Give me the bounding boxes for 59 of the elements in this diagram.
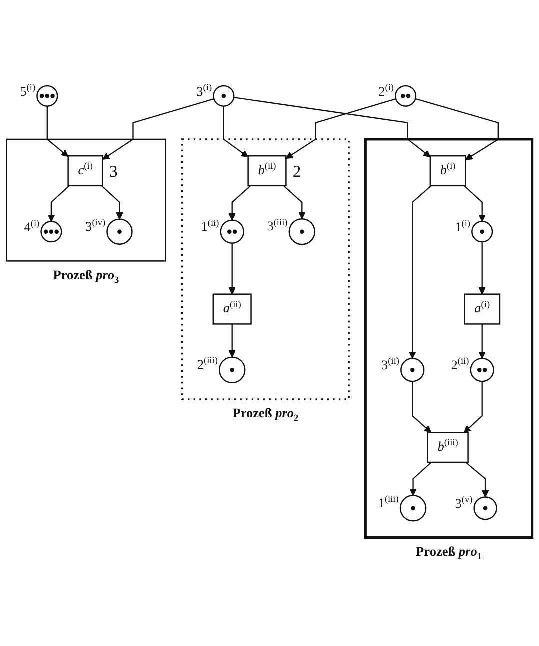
node-circle bbox=[106, 219, 133, 246]
cluster bbox=[364, 138, 534, 540]
arrow bbox=[102, 98, 214, 160]
node-circle bbox=[395, 86, 417, 108]
arrow bbox=[223, 106, 249, 158]
node-circle bbox=[400, 495, 427, 522]
arrow bbox=[478, 242, 486, 296]
count-label: 2 bbox=[292, 162, 302, 182]
node-label: 3$^{(iv)}$ bbox=[86, 218, 106, 234]
cluster bbox=[6, 139, 166, 262]
node-box: a$^{(i)}$ bbox=[464, 294, 501, 326]
node-label: 2$^{(ii)}$ bbox=[451, 357, 470, 374]
node-label: 4$^{(i)}$ bbox=[24, 219, 40, 236]
node-box: c$^{(i)}$ bbox=[68, 156, 104, 187]
node-box: b$^{(ii)}$ bbox=[248, 156, 287, 187]
node-label: 3$^{(v)}$ bbox=[455, 495, 473, 512]
node-circle bbox=[40, 221, 62, 244]
arrow bbox=[412, 382, 432, 434]
node-label: 3$^{(iii)}$ bbox=[267, 218, 288, 234]
node-label: 1$^{(ii)}$ bbox=[201, 218, 220, 235]
arrow bbox=[48, 186, 70, 222]
node-circle bbox=[400, 358, 425, 383]
node-label: 3$^{(i)}$ bbox=[196, 84, 212, 100]
arrow bbox=[478, 324, 486, 360]
node-label: 2$^{(i)}$ bbox=[378, 84, 394, 100]
node-box: b$^{(iii)}$ bbox=[427, 432, 469, 464]
arrow bbox=[465, 462, 490, 498]
arrow bbox=[228, 186, 252, 222]
node-circle bbox=[470, 358, 494, 383]
node-label: 3$^{(ii)}$ bbox=[382, 357, 400, 374]
arrow bbox=[283, 186, 306, 220]
arrow bbox=[286, 98, 396, 160]
arrow bbox=[410, 462, 432, 496]
arrow bbox=[408, 186, 432, 360]
node-label: 1$^{(iii)}$ bbox=[378, 494, 399, 511]
node-circle bbox=[36, 86, 58, 108]
node-circle bbox=[288, 218, 316, 246]
arrow bbox=[228, 244, 236, 296]
node-circle bbox=[474, 496, 498, 521]
arrow bbox=[464, 382, 483, 434]
node-label: 2$^{(iii)}$ bbox=[197, 356, 218, 373]
node-box: b$^{(i)}$ bbox=[430, 156, 466, 187]
arrow bbox=[46, 106, 69, 158]
node-label: Prozeß pro$_{1}$ bbox=[416, 546, 482, 562]
node-label: Prozeß pro$_{3}$ bbox=[53, 269, 120, 286]
count-label: 3 bbox=[110, 162, 118, 182]
arrow bbox=[415, 98, 499, 161]
arrow bbox=[101, 186, 124, 220]
node-label: Prozeß pro$_{2}$ bbox=[232, 407, 299, 424]
node-circle bbox=[213, 86, 235, 108]
arrow bbox=[234, 97, 431, 158]
arrow bbox=[464, 186, 486, 222]
node-circle bbox=[220, 220, 244, 244]
node-label: 1$^{(i)}$ bbox=[455, 219, 470, 236]
arrow bbox=[228, 324, 236, 358]
node-circle bbox=[472, 221, 494, 244]
node-label: 5$^{(i)}$ bbox=[20, 84, 36, 100]
node-box: a$^{(ii)}$ bbox=[212, 294, 252, 326]
node-circle bbox=[218, 357, 246, 384]
